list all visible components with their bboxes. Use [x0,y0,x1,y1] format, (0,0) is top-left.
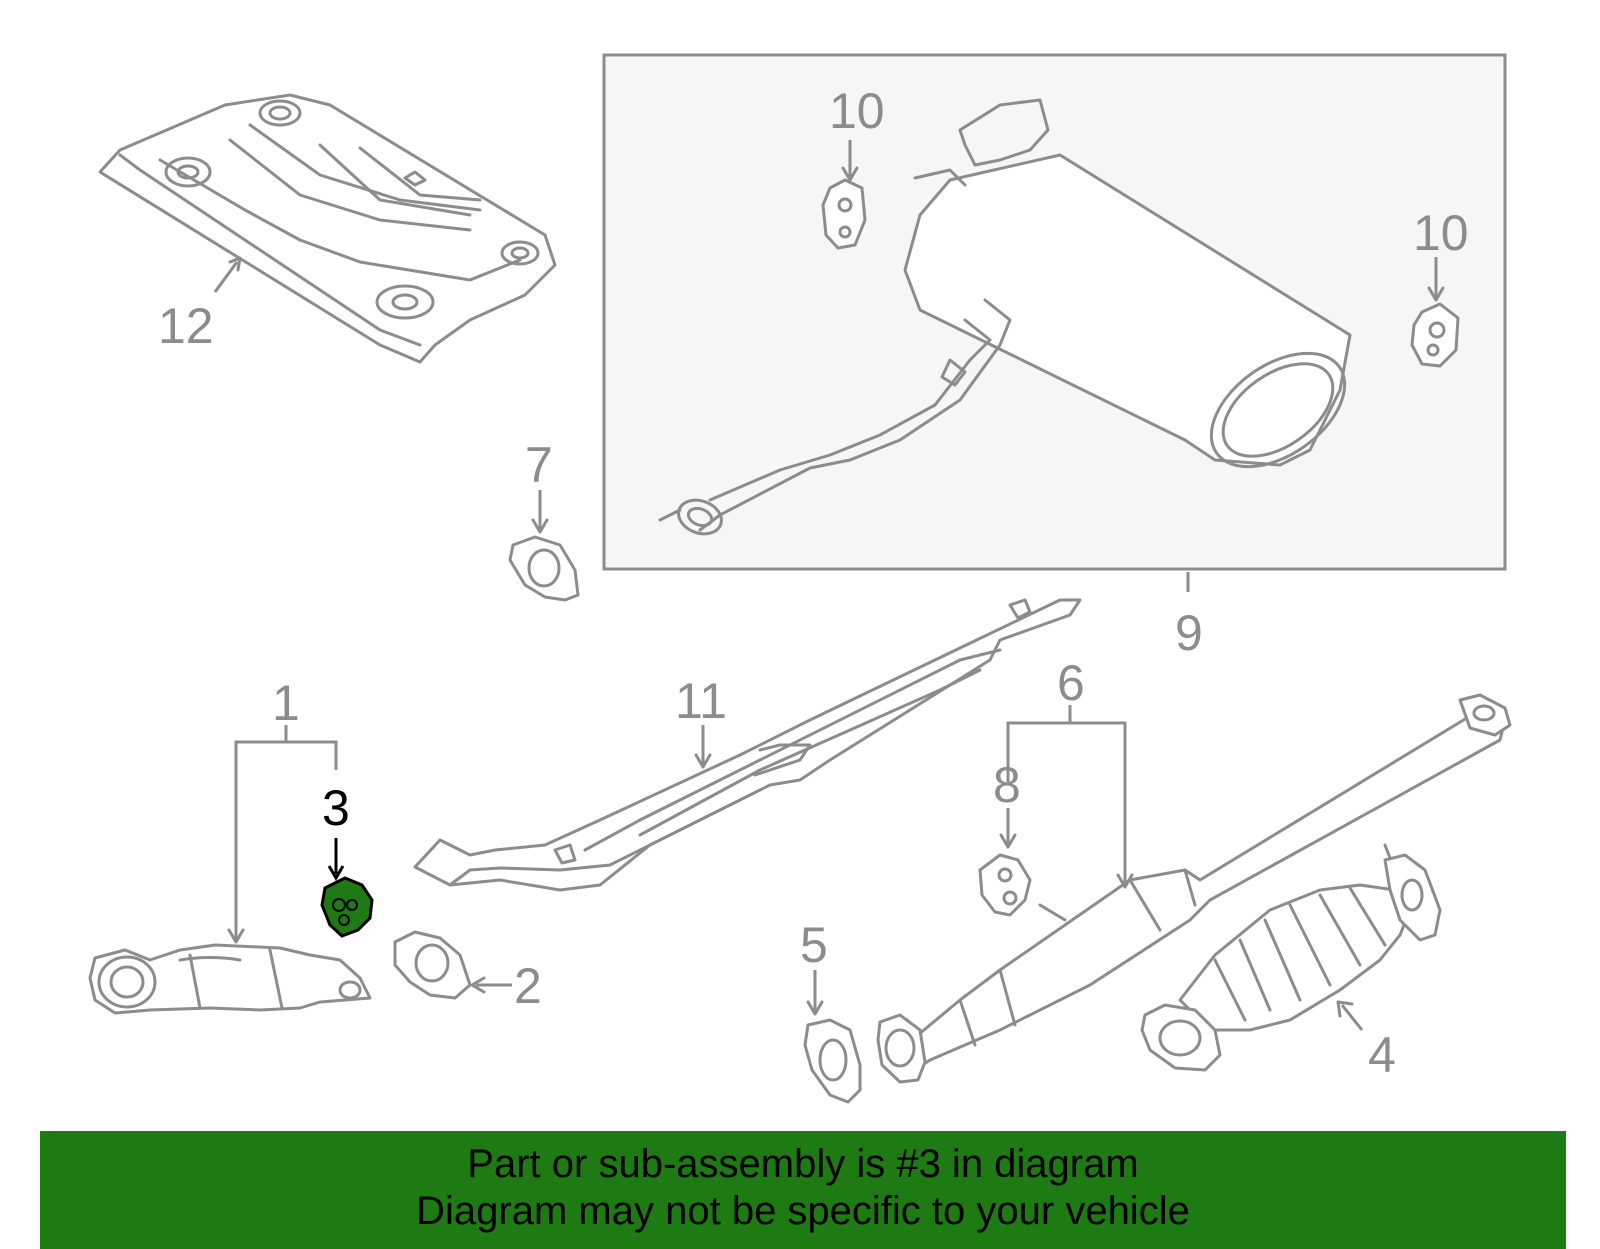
part-9-muffler[interactable] [658,98,1365,540]
part-5-gasket[interactable] [803,1018,862,1104]
part-10-hanger-left[interactable] [821,178,867,250]
label-7: 7 [525,437,553,493]
part-12-heat-shield[interactable] [98,93,557,364]
label-6: 6 [1057,655,1085,711]
info-banner: Part or sub-assembly is #3 in diagram Di… [40,1131,1566,1249]
bracket-6 [1006,721,1127,885]
label-9: 9 [1175,605,1203,661]
part-7-gasket[interactable] [508,535,580,602]
label-2: 2 [514,958,542,1014]
label-5: 5 [800,917,828,973]
leader-4 [1340,1004,1364,1031]
leader-12 [213,261,239,293]
part-10-hanger-right[interactable] [1410,302,1460,368]
part-2-gasket[interactable] [393,930,472,1000]
part-6-center-pipe[interactable] [876,693,1512,1084]
label-4: 4 [1368,1027,1396,1083]
part-8-hanger[interactable] [978,853,1032,917]
part-4-catalytic-converter[interactable] [1140,843,1442,1072]
bracket-1 [234,740,338,940]
label-10a: 10 [829,83,885,139]
banner-line-2: Diagram may not be specific to your vehi… [416,1189,1190,1233]
label-10b: 10 [1413,205,1469,261]
banner-line-1: Part or sub-assembly is #3 in diagram [467,1142,1139,1186]
label-3: 3 [322,780,350,836]
part-1-front-pipe[interactable] [88,943,372,1015]
label-11: 11 [675,673,727,729]
label-12: 12 [158,298,214,354]
label-1: 1 [272,675,300,731]
part-3-hanger-highlighted[interactable] [320,876,374,938]
part-11-heat-shield[interactable] [413,598,1082,892]
arrow-3 [327,865,345,881]
